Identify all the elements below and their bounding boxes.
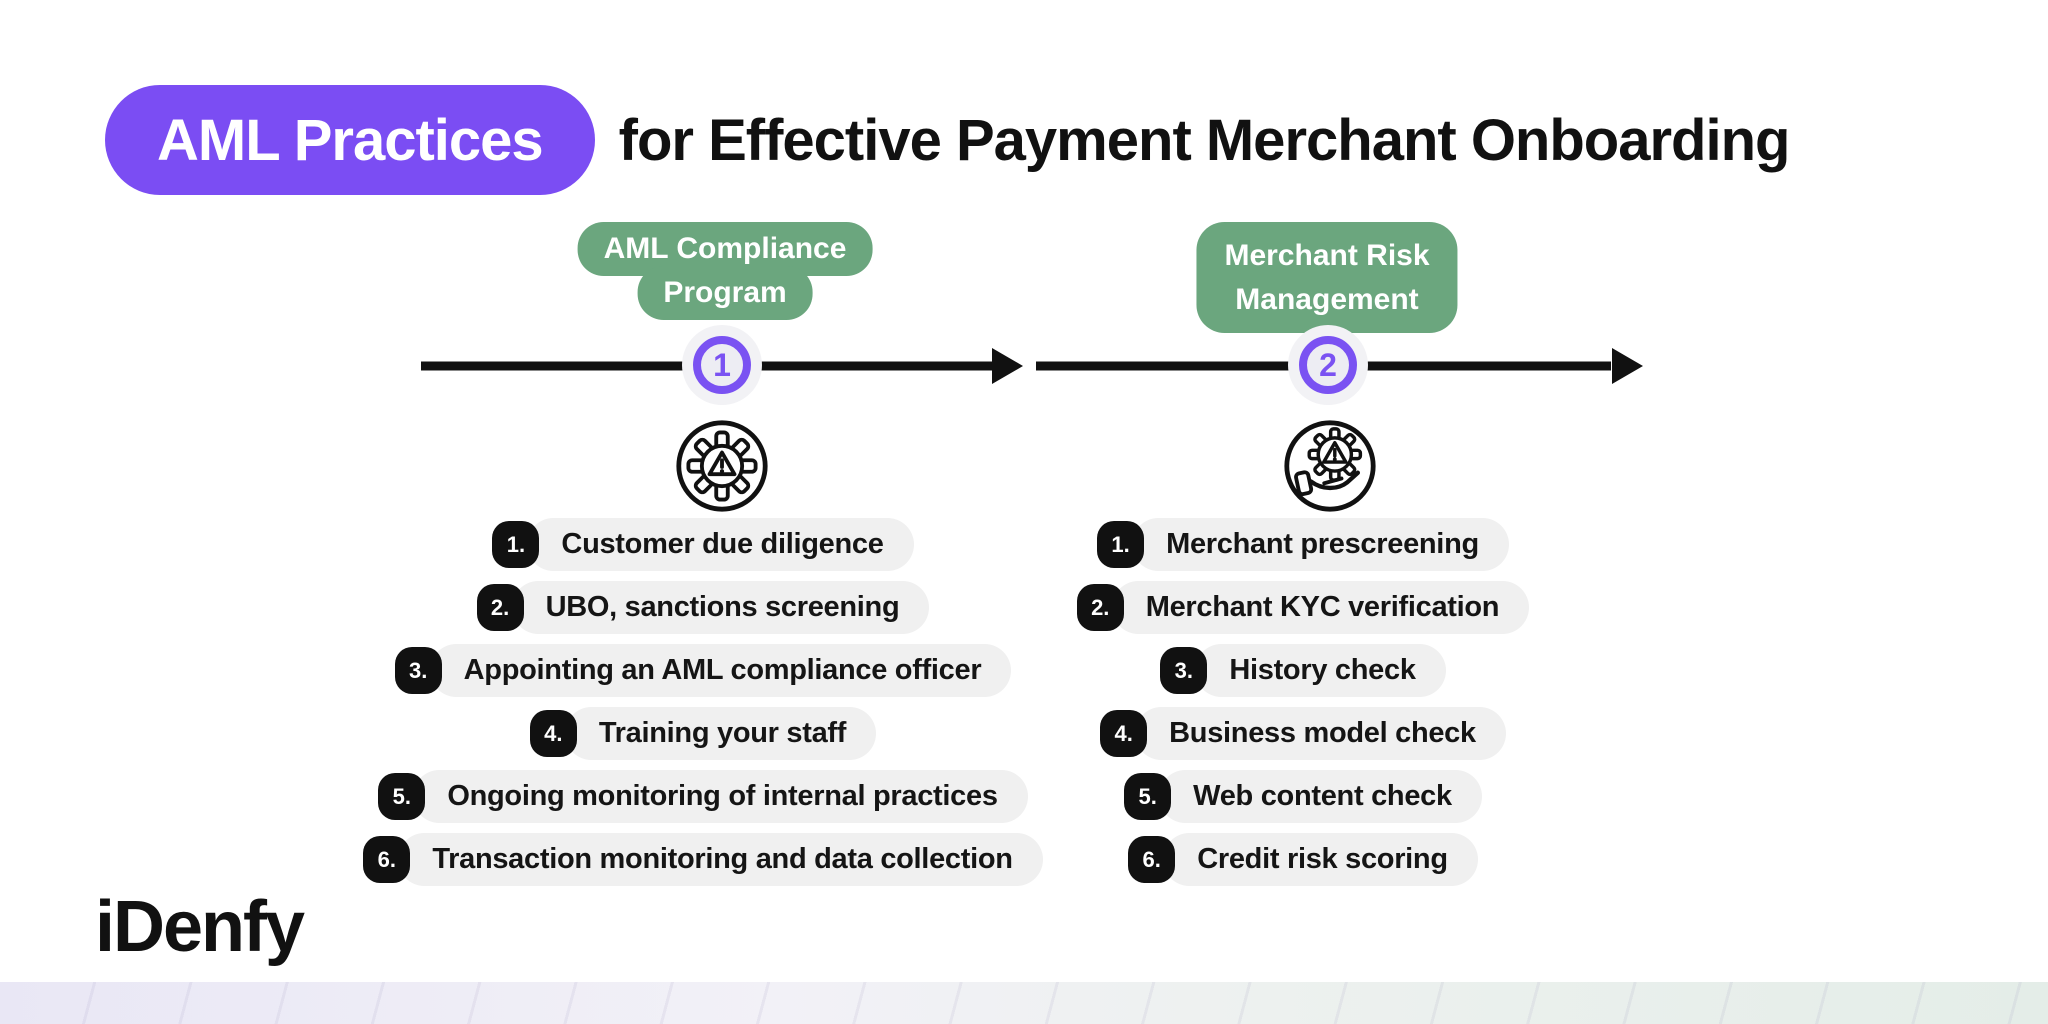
item-label: UBO, sanctions screening — [511, 581, 930, 634]
title-highlight-text: AML Practices — [157, 107, 544, 173]
aml-compliance-program-list: 1. Customer due diligence 2. UBO, sancti… — [253, 518, 1153, 886]
list-item: 5. Web content check — [1124, 770, 1482, 823]
list-item: 5. Ongoing monitoring of internal practi… — [378, 770, 1028, 823]
item-label: Business model check — [1135, 707, 1506, 760]
item-number-badge: 6. — [1128, 836, 1176, 883]
gear-warning-icon — [674, 418, 770, 514]
list-item: 6. Credit risk scoring — [1128, 833, 1478, 886]
item-label: Merchant KYC verification — [1111, 581, 1530, 634]
list-item: 6. Transaction monitoring and data colle… — [363, 833, 1043, 886]
label-line: Merchant Risk — [1224, 239, 1430, 272]
item-label: Credit risk scoring — [1163, 833, 1478, 886]
bottom-decorative-band — [0, 982, 2048, 1024]
item-label: Customer due diligence — [527, 518, 914, 571]
item-label: Web content check — [1159, 770, 1482, 823]
list-item: 2. UBO, sanctions screening — [476, 581, 930, 634]
step-marker-1: 1 — [682, 325, 762, 405]
list-item: 4. Business model check — [1100, 707, 1506, 760]
item-label: History check — [1195, 644, 1446, 697]
header: AML Practices for Effective Payment Merc… — [105, 85, 1791, 195]
item-number-badge: 5. — [1124, 773, 1172, 820]
item-number-badge: 1. — [1097, 521, 1145, 568]
column-label-merchant-risk-management: Merchant Risk Management — [1196, 222, 1458, 333]
list-item: 1. Customer due diligence — [492, 518, 914, 571]
item-number-badge: 3. — [1160, 647, 1208, 694]
item-label: Ongoing monitoring of internal practices — [413, 770, 1028, 823]
label-box: Merchant Risk Management — [1196, 222, 1458, 333]
label-line: Management — [1235, 282, 1419, 316]
item-number-badge: 4. — [529, 710, 577, 757]
list-item: 2. Merchant KYC verification — [1076, 581, 1530, 634]
item-number-badge: 6. — [363, 836, 411, 883]
list-item: 1. Merchant prescreening — [1097, 518, 1509, 571]
step-marker-2: 2 — [1288, 325, 1368, 405]
item-label: Transaction monitoring and data collecti… — [398, 833, 1043, 886]
item-number-badge: 3. — [394, 647, 442, 694]
item-label: Merchant prescreening — [1132, 518, 1509, 571]
idenfy-logo: iDenfy — [95, 887, 305, 967]
step-number: 1 — [693, 336, 751, 394]
list-item: 4. Training your staff — [529, 707, 877, 760]
step-number: 2 — [1299, 336, 1357, 394]
title-highlight-pill: AML Practices — [105, 85, 595, 195]
merchant-risk-management-list: 1. Merchant prescreening 2. Merchant KYC… — [853, 518, 1753, 886]
timeline-arrow — [421, 348, 1643, 384]
item-number-badge: 2. — [476, 584, 524, 631]
item-label: Training your staff — [564, 707, 877, 760]
item-label: Appointing an AML compliance officer — [429, 644, 1012, 697]
item-number-badge: 2. — [1076, 584, 1124, 631]
item-number-badge: 5. — [378, 773, 426, 820]
column-label-aml-compliance-program: AML Compliance Program — [577, 222, 873, 320]
list-item: 3. Appointing an AML compliance officer — [394, 644, 1012, 697]
item-number-badge: 1. — [492, 521, 540, 568]
item-number-badge: 4. — [1100, 710, 1148, 757]
list-item: 3. History check — [1160, 644, 1446, 697]
label-line: Program — [637, 266, 813, 320]
hand-gear-warning-icon — [1282, 418, 1378, 514]
page-title: for Effective Payment Merchant Onboardin… — [618, 107, 1791, 173]
